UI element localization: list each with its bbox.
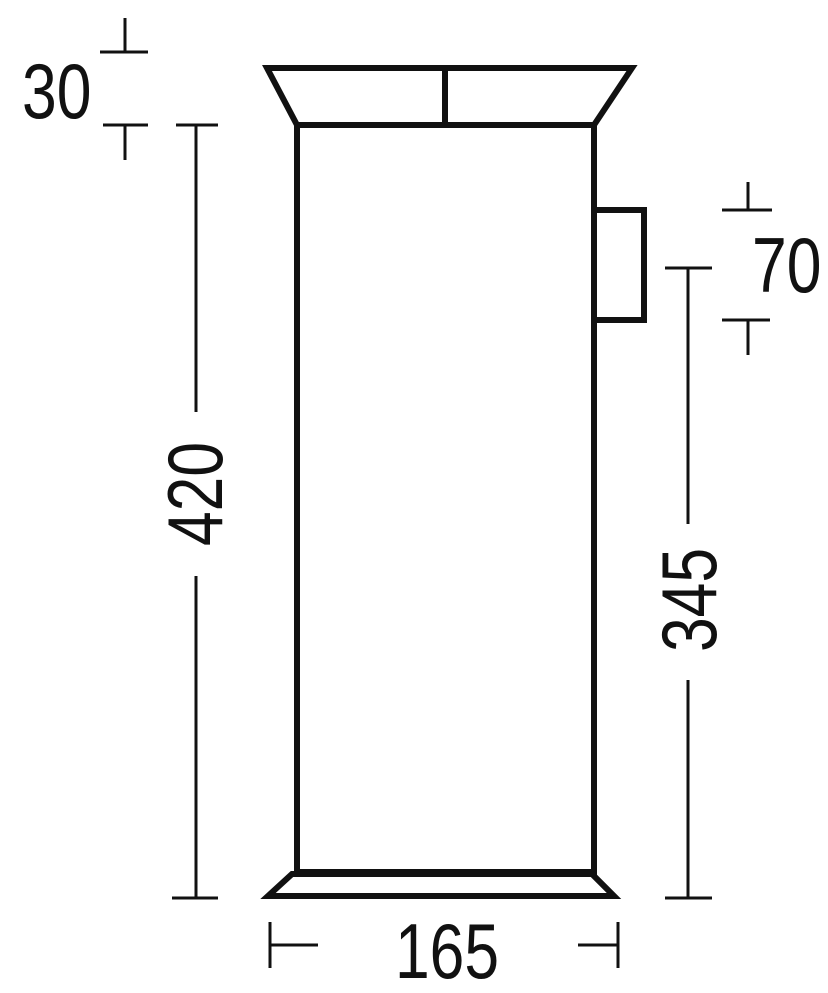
- dimension-label-165: 165: [395, 907, 499, 993]
- dimension-30: 30: [22, 18, 148, 160]
- base-plate: [260, 871, 622, 899]
- dimension-70: 70: [722, 182, 821, 355]
- dimension-label-30: 30: [22, 47, 91, 134]
- side-handle: [591, 207, 647, 323]
- dimension-345: 345: [645, 266, 733, 900]
- dimension-label-345: 345: [645, 548, 732, 652]
- dimension-label-70: 70: [752, 221, 821, 308]
- stand-body: [294, 122, 597, 875]
- dimension-165: 165: [268, 907, 620, 993]
- dimension-420: 420: [151, 123, 239, 900]
- dimension-label-420: 420: [151, 442, 238, 546]
- top-lip: [262, 65, 638, 128]
